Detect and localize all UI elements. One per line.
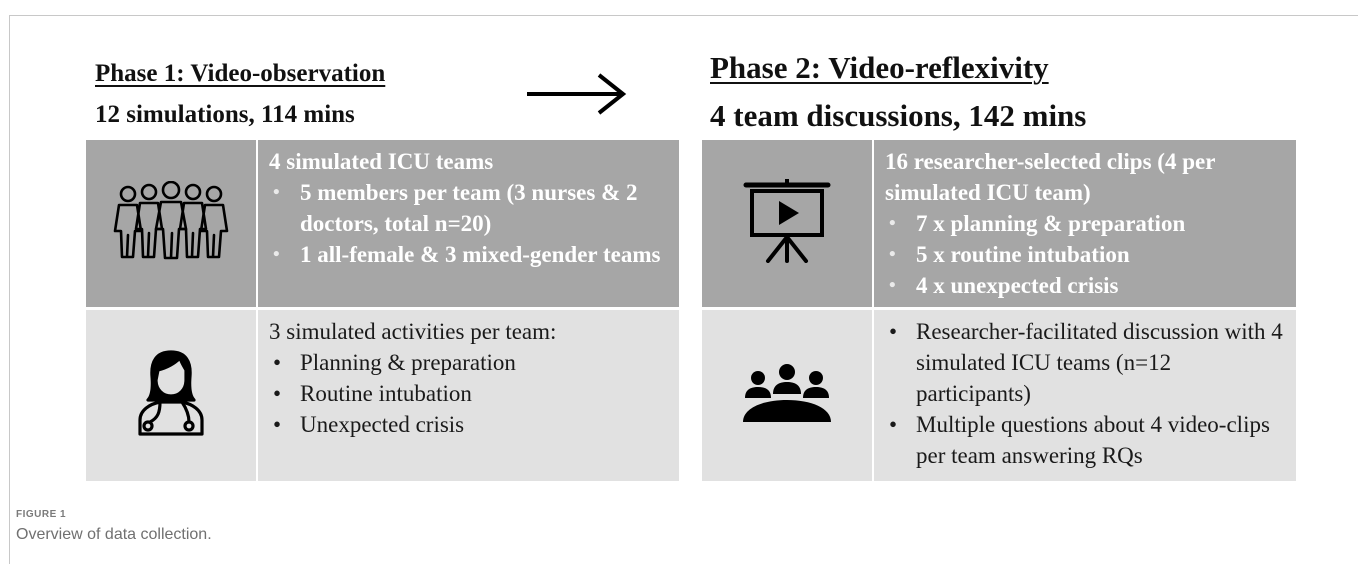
phase2-row2-text-cell: Researcher-facilitated discussion with 4…: [874, 310, 1296, 481]
phase2-row1-heading: 16 researcher-selected clips (4 per simu…: [885, 149, 1215, 205]
list-item: 4 x unexpected crisis: [885, 270, 1288, 301]
list-item: 5 members per team (3 nurses & 2 doctors…: [269, 177, 671, 239]
phase1-title: Phase 1: Video-observation: [95, 60, 386, 87]
list-item: 1 all-female & 3 mixed-gender teams: [269, 239, 671, 270]
group-meeting-icon: [741, 362, 833, 429]
list-item: 5 x routine intubation: [885, 239, 1288, 270]
phase1-row1-list: 5 members per team (3 nurses & 2 doctors…: [269, 177, 671, 270]
video-presentation-icon: [742, 177, 832, 268]
phase1-row2-icon-cell: [86, 310, 256, 481]
figure-label: FIGURE 1: [16, 509, 67, 520]
phase1-row1-heading: 4 simulated ICU teams: [269, 149, 494, 174]
phase2-subtitle: 4 team discussions, 142 mins: [710, 98, 1087, 133]
list-item: Unexpected crisis: [269, 409, 671, 440]
list-item: Planning & preparation: [269, 347, 671, 378]
figure-caption: Overview of data collection.: [16, 526, 212, 543]
list-item: 7 x planning & preparation: [885, 208, 1288, 239]
phase1-row1-text-cell: 4 simulated ICU teams 5 members per team…: [258, 140, 679, 307]
phase1-row2-list: Planning & preparation Routine intubatio…: [269, 347, 671, 440]
doctor-icon: [136, 348, 206, 443]
phase2-row2-list: Researcher-facilitated discussion with 4…: [885, 316, 1288, 471]
figure-frame: [9, 15, 1358, 564]
phase1-row1-icon-cell: [86, 140, 256, 307]
list-item: Routine intubation: [269, 378, 671, 409]
phase2-row1-text-cell: 16 researcher-selected clips (4 per simu…: [874, 140, 1296, 307]
phase1-row2-text-cell: 3 simulated activities per team: Plannin…: [258, 310, 679, 481]
phase2-title: Phase 2: Video-reflexivity: [710, 50, 1049, 85]
phase2-row2-icon-cell: [702, 310, 872, 481]
list-item: Multiple questions about 4 video-clips p…: [885, 409, 1288, 471]
phase1-row2-heading: 3 simulated activities per team:: [269, 319, 557, 344]
phase2-row1-list: 7 x planning & preparation 5 x routine i…: [885, 208, 1288, 301]
list-item: Researcher-facilitated discussion with 4…: [885, 316, 1288, 409]
team-people-icon: [111, 180, 231, 266]
right-arrow-icon: [527, 72, 627, 121]
phase1-subtitle: 12 simulations, 114 mins: [95, 101, 355, 128]
phase2-row1-icon-cell: [702, 140, 872, 307]
